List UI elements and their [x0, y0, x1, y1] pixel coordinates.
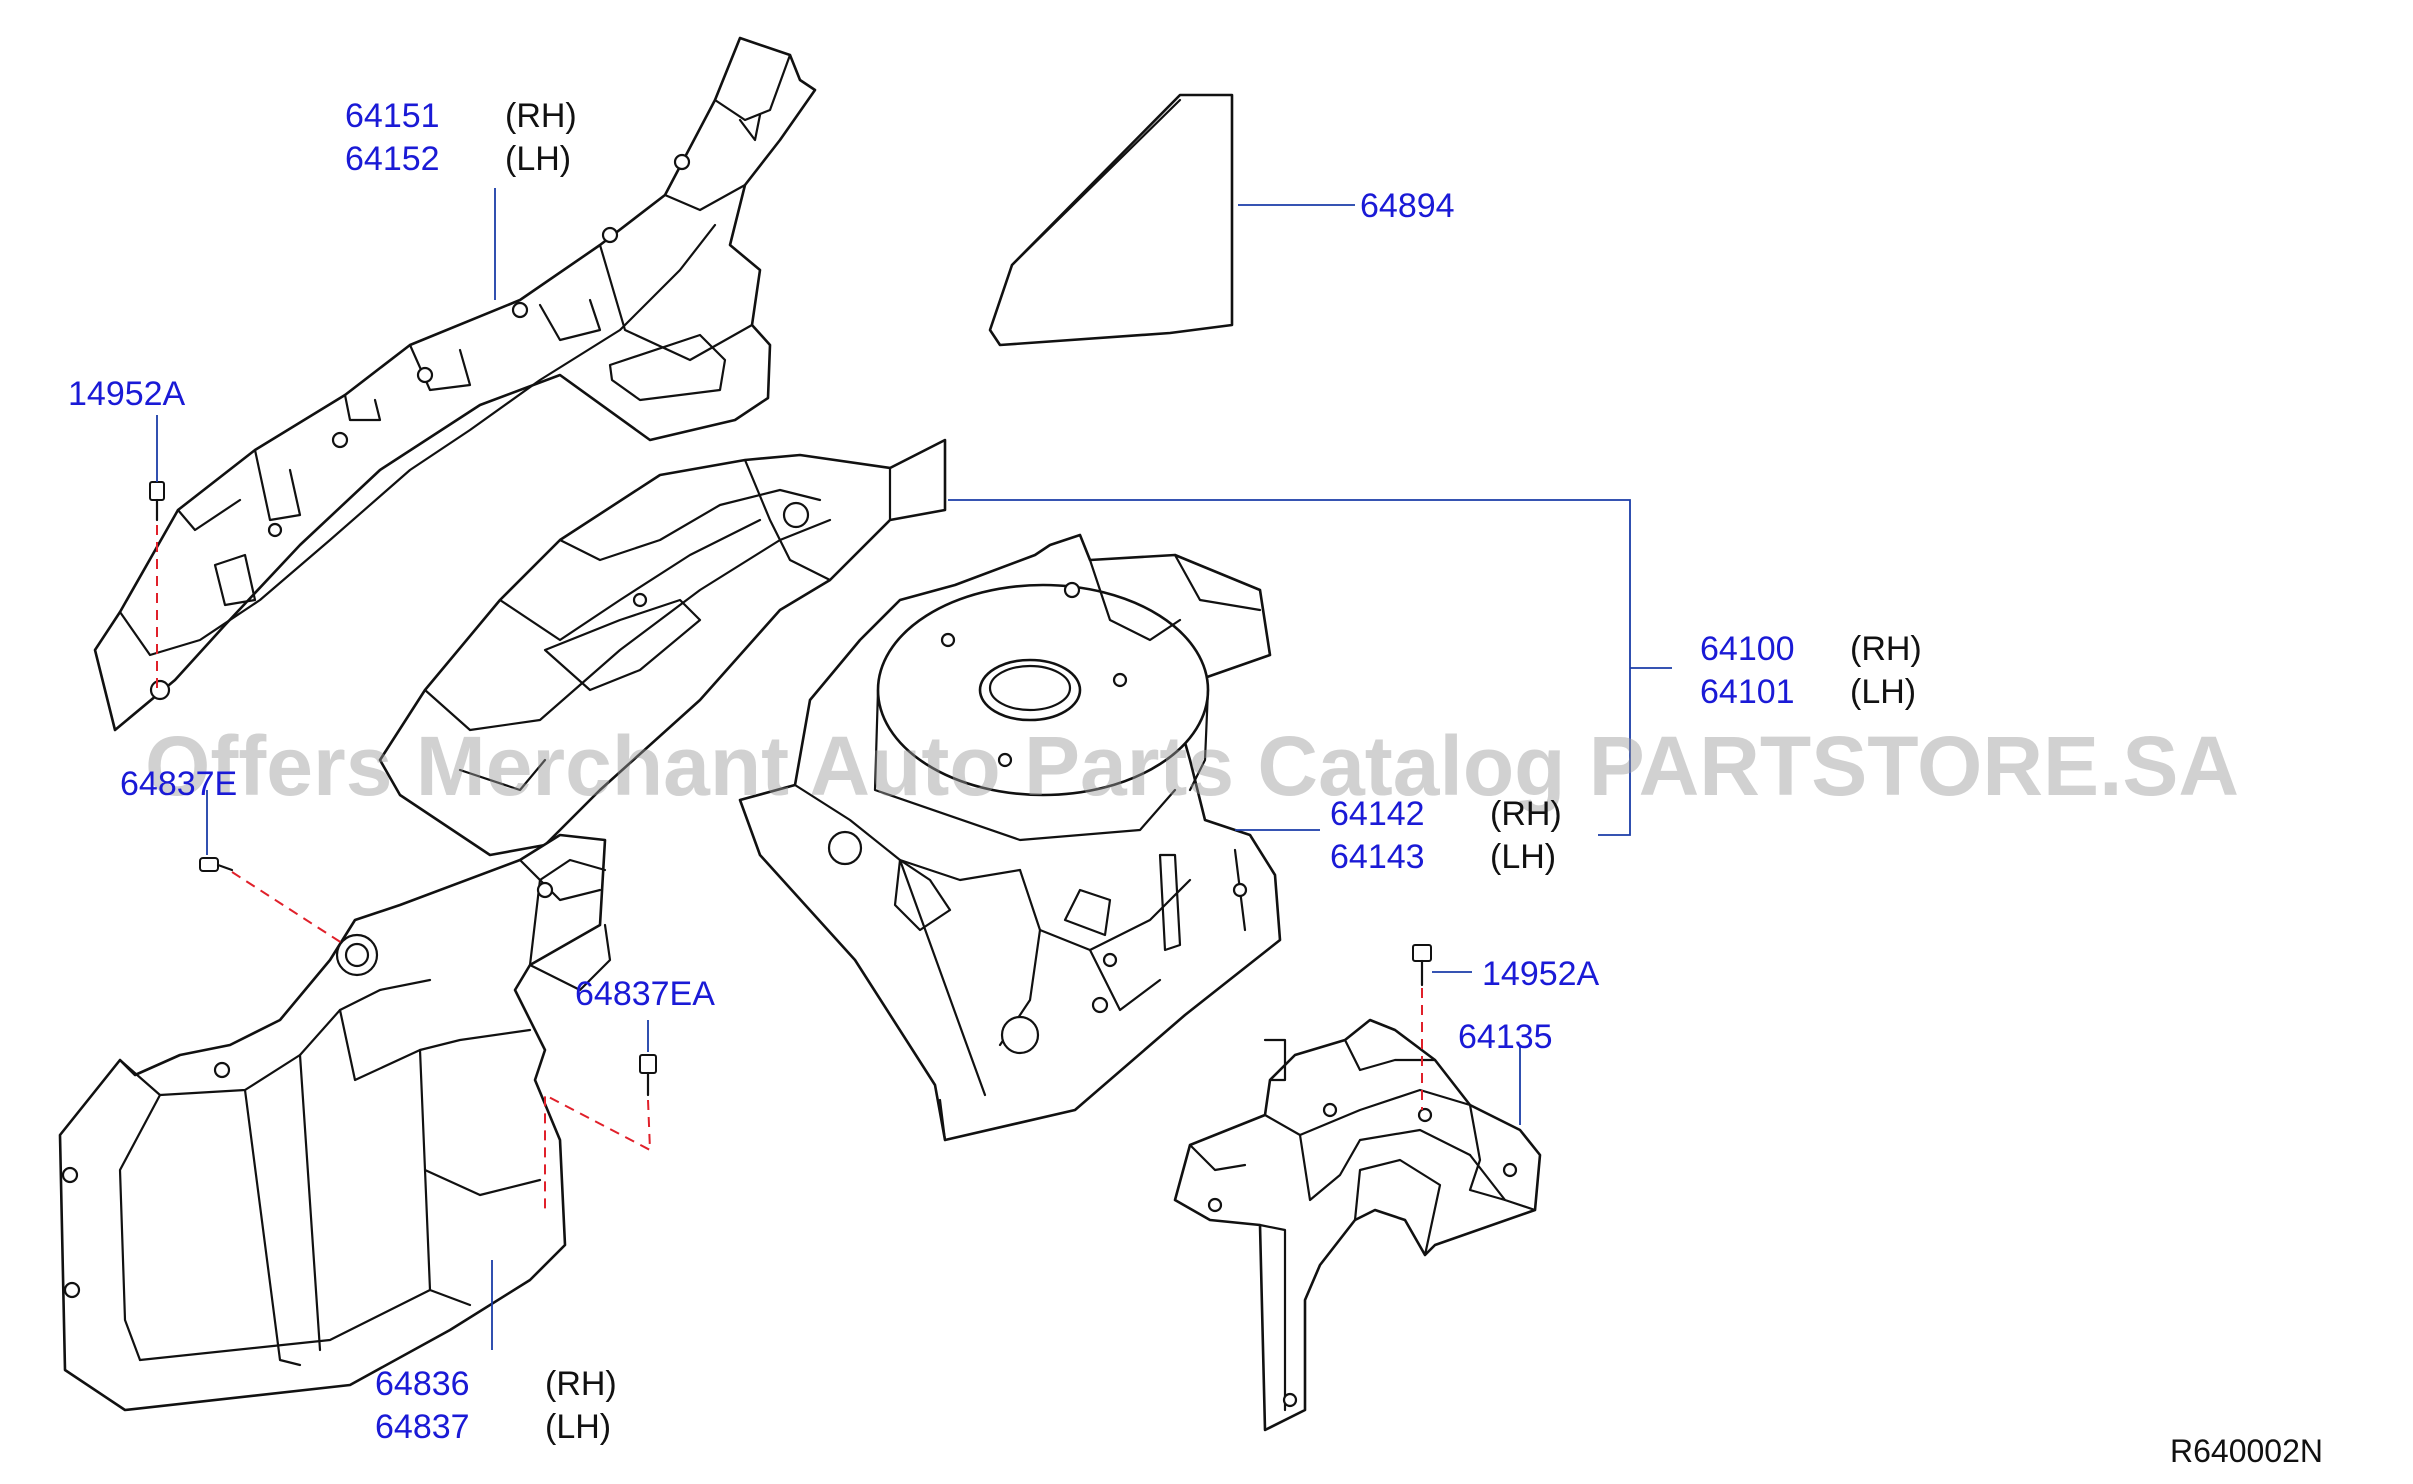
- leader-lines: [156, 188, 1672, 1350]
- label-14952A-right[interactable]: 14952A: [1482, 955, 1600, 993]
- label-rh-64151: (RH): [505, 97, 577, 135]
- triangular-panel-part[interactable]: [988, 93, 1234, 347]
- label-64837E[interactable]: 64837E: [120, 765, 237, 803]
- label-lh-64837: (LH): [545, 1408, 611, 1446]
- bracket-part[interactable]: [1173, 1018, 1542, 1432]
- watermark: Offers Merchant Auto Parts Catalog PARTS…: [145, 719, 2239, 813]
- wheelhouse-inner-part[interactable]: [738, 533, 1282, 1142]
- label-64151[interactable]: 64151: [345, 97, 440, 135]
- label-64101[interactable]: 64101: [1700, 673, 1795, 711]
- bolt-14952A-right[interactable]: [1412, 944, 1432, 987]
- diagram-reference-code: R640002N: [2170, 1433, 2323, 1469]
- label-rh-64100: (RH): [1850, 630, 1922, 668]
- label-lh-64101: (LH): [1850, 673, 1916, 711]
- label-64143[interactable]: 64143: [1330, 838, 1425, 876]
- label-64152[interactable]: 64152: [345, 140, 440, 178]
- label-64142[interactable]: 64142: [1330, 795, 1425, 833]
- splash-shield-part[interactable]: [58, 833, 612, 1412]
- label-64894[interactable]: 64894: [1360, 187, 1455, 225]
- bolt-64837EA[interactable]: [639, 1054, 657, 1097]
- fastener-paths: [156, 525, 1423, 1210]
- label-64837EA[interactable]: 64837EA: [575, 975, 715, 1013]
- label-lh-64143: (LH): [1490, 838, 1556, 876]
- label-64135[interactable]: 64135: [1458, 1018, 1553, 1056]
- label-rh-64836: (RH): [545, 1365, 617, 1403]
- label-lh-64152: (LH): [505, 140, 571, 178]
- bolt-64837E[interactable]: [199, 857, 234, 872]
- wheelhouse-outer-part[interactable]: [378, 438, 947, 857]
- label-64836[interactable]: 64836: [375, 1365, 470, 1403]
- label-64837[interactable]: 64837: [375, 1408, 470, 1446]
- bolt-14952A-top[interactable]: [149, 481, 165, 522]
- label-64100[interactable]: 64100: [1700, 630, 1795, 668]
- upper-side-rail-part[interactable]: [93, 36, 817, 732]
- label-14952A-top[interactable]: 14952A: [68, 375, 186, 413]
- label-rh-64142: (RH): [1490, 795, 1562, 833]
